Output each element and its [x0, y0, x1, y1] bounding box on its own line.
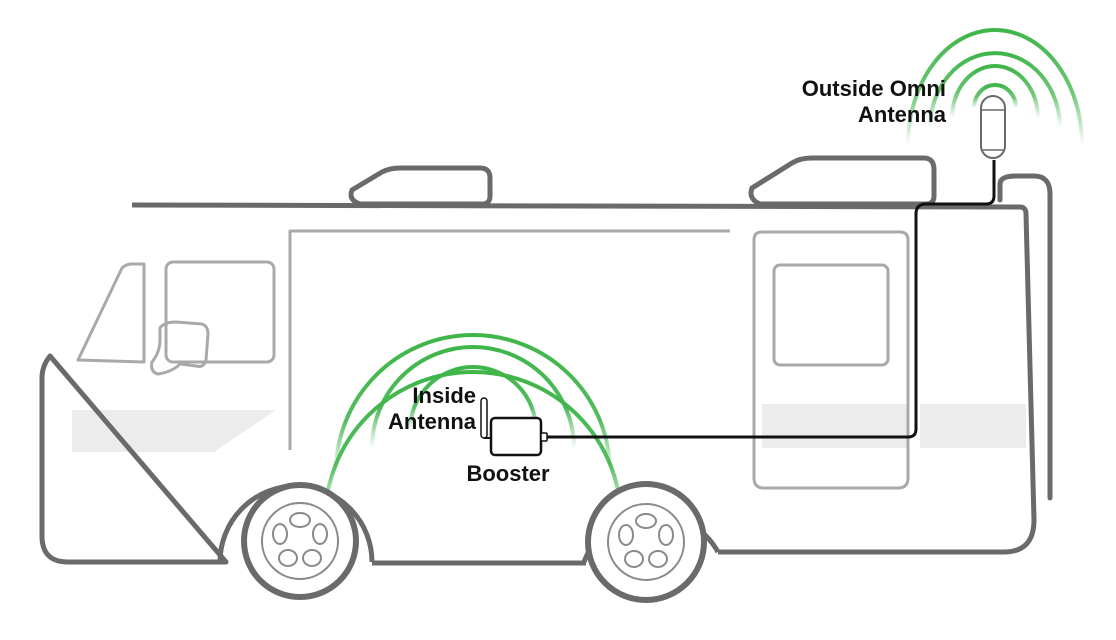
- booster-icon: [489, 416, 548, 457]
- inside-antenna-label: Inside Antenna: [360, 383, 476, 435]
- inside-antenna-whip: [480, 397, 488, 439]
- booster-label: Booster: [466, 461, 550, 486]
- rv-cab-window: [164, 260, 276, 364]
- outside-wave-ring-2: [950, 64, 1040, 119]
- antenna-icon: [980, 95, 1006, 159]
- rv-rear-stripe: [920, 404, 1026, 448]
- rv-rear-window: [772, 263, 890, 367]
- outside-antenna-body: [980, 95, 1006, 159]
- signal-waves-icon: [323, 333, 623, 521]
- outside-antenna-label: Outside Omni Antenna: [790, 76, 946, 128]
- signal-waves-icon: [906, 28, 1084, 146]
- lug-nut: [302, 549, 322, 567]
- booster-port: [540, 432, 548, 442]
- rv-side-mirror: [150, 320, 210, 376]
- inside-antenna-label-line2: Antenna: [388, 409, 476, 434]
- rv-roof-pods: [348, 155, 937, 207]
- lug-nut: [278, 549, 298, 567]
- lug-nut: [312, 523, 328, 545]
- antenna-cable: [546, 160, 996, 439]
- rv-lug-nuts-rear: [618, 513, 674, 568]
- inside-antenna-label-line1: Inside: [412, 383, 476, 408]
- lug-nut: [272, 523, 288, 545]
- outside-antenna-label-line1: Outside Omni: [801, 76, 946, 101]
- lug-nut: [624, 550, 644, 568]
- lug-nut: [635, 513, 657, 529]
- lug-nut: [289, 512, 311, 528]
- outside-wave-ring-1: [972, 83, 1018, 109]
- rv-lug-nuts-front: [272, 512, 328, 567]
- rv-roof-pod-front: [348, 165, 493, 207]
- inside-wave-ring-4: [323, 370, 623, 521]
- lug-nut: [648, 550, 668, 568]
- rv-body-outline: [39, 202, 1037, 566]
- rv-wheel-rear: [585, 481, 707, 603]
- outside-antenna-label-line2: Antenna: [858, 102, 946, 127]
- booster-box: [489, 416, 543, 457]
- rv-rear-ladder: [997, 173, 1053, 501]
- outside-wave-ring-3: [928, 51, 1062, 129]
- rv-cab-divider: [288, 229, 730, 450]
- outside-wave-ring-4: [906, 28, 1084, 146]
- lug-nut: [618, 524, 634, 546]
- rv-side-panels: [72, 404, 1026, 452]
- inside-wave-ring-1: [408, 365, 538, 431]
- rv-rear-door: [752, 230, 910, 490]
- inside-wave-ring-3: [334, 333, 612, 473]
- rv-windshield: [76, 262, 146, 364]
- rv-detail-lines: [76, 229, 910, 490]
- lug-nut: [658, 524, 674, 546]
- rv-wheel-front: [241, 482, 359, 600]
- rv-roof-pod-rear: [748, 155, 937, 207]
- rv-rear-panel: [762, 404, 908, 448]
